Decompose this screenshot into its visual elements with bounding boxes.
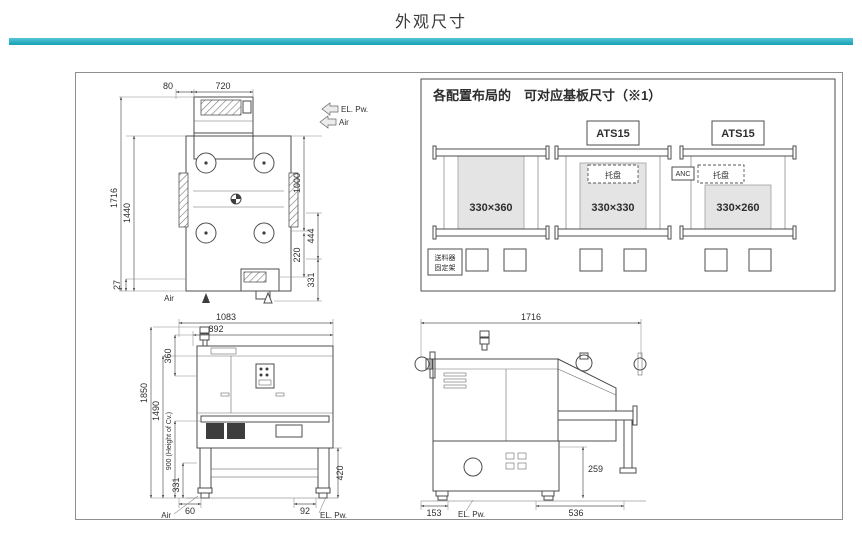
dim-360: 360 <box>163 348 173 363</box>
foot-3a <box>704 248 728 272</box>
dimension-drawing: Air EL. Pw. Air 80 720 1716 1440 1000 22… <box>109 78 836 519</box>
foot-3b <box>748 248 772 272</box>
panel-title: 各配置布局的 可对应基板尺寸（※1） <box>432 88 661 103</box>
ats15-box-3 <box>711 120 765 146</box>
tray-label-2: 托盘 <box>605 170 621 180</box>
air-bottom-label: Air <box>164 294 174 303</box>
dim-900-height-of-cv: 900 (Height of Cv.) <box>166 412 173 470</box>
right-reel <box>633 357 647 371</box>
dim-1716: 1716 <box>109 188 119 208</box>
dim-1000: 1000 <box>292 173 302 193</box>
config-1: 330×360 送料器 固定架 <box>427 145 550 276</box>
feeder-note-line1: 送料器 <box>435 253 456 262</box>
dim-331-front: 331 <box>171 477 181 492</box>
ats15-box-2 <box>586 120 640 146</box>
slanted-cover <box>557 358 617 442</box>
front-view: 1083 892 1 <box>139 312 347 519</box>
front-air-label: Air <box>161 511 171 519</box>
side-el-pw-label: EL. Pw. <box>458 510 485 519</box>
right-rail <box>288 172 299 228</box>
dim-1716-side: 1716 <box>521 312 541 322</box>
dim-27: 27 <box>112 280 122 290</box>
tray-box-3 <box>697 164 745 184</box>
air-inlet-arrow-icon <box>202 293 210 303</box>
board-size-3: 330×260 <box>716 202 759 214</box>
dim-420: 420 <box>335 465 345 480</box>
foot-1a <box>465 248 489 272</box>
config-2: ATS15 托盘 330×330 <box>554 120 672 272</box>
side-body-outline <box>432 358 559 442</box>
anc-label: ANC <box>676 171 691 178</box>
left-rail <box>178 172 189 228</box>
board-size-2: 330×330 <box>591 202 634 214</box>
anc-box <box>671 166 695 181</box>
front-cabinet-outline <box>196 345 334 449</box>
control-panel <box>255 363 275 389</box>
dim-892: 892 <box>208 324 223 334</box>
dim-536: 536 <box>568 508 583 518</box>
front-module-1 <box>206 423 224 439</box>
dim-60: 60 <box>185 506 195 516</box>
dim-1490: 1490 <box>151 401 161 421</box>
dim-720: 720 <box>215 81 230 91</box>
dim-259: 259 <box>588 464 603 474</box>
el-pw-arrow-icon <box>321 102 339 116</box>
dim-153: 153 <box>426 508 441 518</box>
dim-92: 92 <box>300 506 310 516</box>
title-accent-divider <box>9 38 853 45</box>
board-size-1: 330×360 <box>469 202 512 214</box>
feeder-note-box <box>427 248 463 276</box>
tray-box-2 <box>587 164 639 184</box>
front-module-2 <box>227 423 245 439</box>
side-base-outline <box>432 440 560 492</box>
foot-2b <box>623 248 647 272</box>
side-view: 1716 <box>414 312 647 519</box>
air-arrow-icon <box>319 115 337 129</box>
dim-1083: 1083 <box>216 312 236 322</box>
dim-444: 444 <box>306 228 316 243</box>
substrate-area-1 <box>457 155 525 230</box>
foot-2a <box>579 248 603 272</box>
board-size-panel: 各配置布局的 可对应基板尺寸（※1） 330×360 送料器 固定架 ATS15 <box>420 78 836 292</box>
air-label: Air <box>339 118 349 127</box>
ats15-label-2: ATS15 <box>596 128 629 140</box>
dim-1850: 1850 <box>139 383 149 403</box>
dim-80: 80 <box>163 81 173 91</box>
config-3: ATS15 ANC 托盘 330×260 <box>671 120 797 272</box>
tray-label-3: 托盘 <box>713 170 729 180</box>
front-el-pw-label: EL. Pw. <box>320 511 347 519</box>
top-reel <box>575 354 593 372</box>
dim-1440: 1440 <box>122 203 132 223</box>
ats15-label-3: ATS15 <box>721 128 754 140</box>
dim-331-top: 331 <box>306 272 316 287</box>
top-unit-hatch <box>200 99 242 116</box>
foot-1b <box>503 248 527 272</box>
air-inlet-arrow2-icon <box>263 291 273 304</box>
diagram-frame: Air EL. Pw. Air 80 720 1716 1440 1000 22… <box>75 72 843 520</box>
output-arm <box>557 410 634 421</box>
page-title: 外观尺寸 <box>394 14 467 31</box>
el-pw-label: EL. Pw. <box>341 105 368 114</box>
feeder-note-line2: 固定架 <box>435 263 456 272</box>
dim-220: 220 <box>292 247 302 262</box>
top-view: Air EL. Pw. Air 80 720 1716 1440 1000 22… <box>109 81 368 304</box>
